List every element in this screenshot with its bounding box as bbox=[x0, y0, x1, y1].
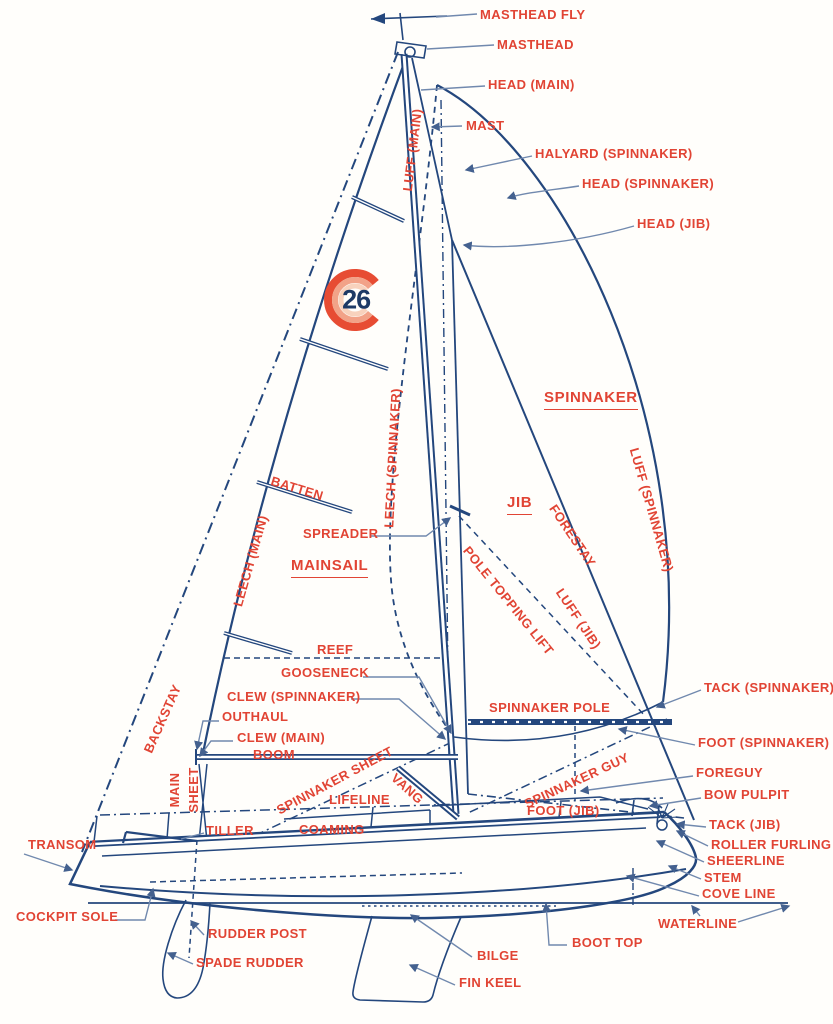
label-cove-line: COVE LINE bbox=[702, 886, 776, 901]
logo-number: 26 bbox=[342, 284, 371, 315]
lifeline-line bbox=[99, 797, 664, 816]
fin-keel-outline bbox=[352, 915, 462, 1003]
label-tiller: TILLER bbox=[206, 823, 254, 838]
spinnaker-foot-line bbox=[453, 701, 664, 742]
label-reef: REEF bbox=[317, 642, 354, 657]
jib-tack-fitting bbox=[647, 803, 679, 819]
jib-foot-line bbox=[467, 793, 685, 819]
masthead-fly-flag bbox=[371, 13, 385, 24]
mainsheet-tackle bbox=[198, 763, 208, 842]
label-boom: BOOM bbox=[253, 747, 296, 762]
label-halyard-spinnaker: HALYARD (SPINNAKER) bbox=[535, 146, 693, 161]
cabin-line bbox=[431, 796, 649, 810]
spinnaker-sheet-line bbox=[251, 741, 453, 838]
label-transom: TRANSOM bbox=[28, 837, 97, 852]
tiller-line bbox=[121, 830, 198, 844]
label-main-sheet-main: MAIN bbox=[166, 772, 182, 808]
label-foot-jib: FOOT (JIB) bbox=[527, 803, 600, 818]
spade-rudder-outline bbox=[161, 899, 211, 999]
spars bbox=[195, 12, 672, 821]
label-sheerline: SHEERLINE bbox=[707, 853, 786, 868]
label-clew-spinnaker: CLEW (SPINNAKER) bbox=[227, 689, 361, 704]
label-spinnaker-pole: SPINNAKER POLE bbox=[489, 700, 611, 715]
mast-halyard-line bbox=[440, 99, 450, 759]
pole-topping-lift-line bbox=[458, 515, 647, 718]
label-masthead: MASTHEAD bbox=[497, 37, 574, 52]
label-spinnaker: SPINNAKER bbox=[544, 389, 638, 410]
cove-line-line bbox=[101, 827, 647, 857]
label-masthead-fly: MASTHEAD FLY bbox=[480, 7, 586, 22]
label-gooseneck: GOOSENECK bbox=[281, 665, 370, 680]
label-coaming: COAMING bbox=[299, 822, 365, 837]
label-waterline: WATERLINE bbox=[658, 916, 738, 931]
deck-details bbox=[93, 796, 679, 883]
class-logo: 26 bbox=[320, 265, 390, 335]
spinnaker-luff-line bbox=[436, 84, 671, 703]
label-bilge: BILGE bbox=[477, 948, 519, 963]
label-head-main: HEAD (MAIN) bbox=[488, 77, 575, 92]
rudder-post-line bbox=[188, 839, 198, 959]
label-tack-spinnaker: TACK (SPINNAKER) bbox=[704, 680, 833, 695]
rigging-lines bbox=[81, 51, 695, 853]
label-main-sheet-sheet: SHEET bbox=[185, 767, 201, 813]
stanchions bbox=[93, 801, 562, 843]
spinnaker-leech-line bbox=[389, 84, 455, 738]
label-tack-jib: TACK (JIB) bbox=[709, 817, 781, 832]
label-boot-top: BOOT TOP bbox=[572, 935, 643, 950]
label-cockpit-sole: COCKPIT SOLE bbox=[16, 909, 119, 924]
label-lifeline: LIFELINE bbox=[329, 792, 390, 807]
roller-furling-drum bbox=[656, 819, 668, 831]
label-mainsail: MAINSAIL bbox=[291, 557, 369, 578]
jib-leech-line bbox=[451, 239, 469, 795]
label-foot-spinnaker: FOOT (SPINNAKER) bbox=[698, 735, 830, 750]
label-head-spinnaker: HEAD (SPINNAKER) bbox=[582, 176, 715, 191]
coaming-line bbox=[283, 809, 431, 825]
leader-lines bbox=[23, 13, 791, 986]
label-clew-main: CLEW (MAIN) bbox=[237, 730, 326, 745]
sails bbox=[200, 57, 685, 819]
label-mast: MAST bbox=[466, 118, 505, 133]
spreader-line bbox=[449, 504, 471, 517]
label-spade-rudder: SPADE RUDDER bbox=[196, 955, 304, 970]
backstay-line bbox=[81, 51, 399, 853]
label-spreader: SPREADER bbox=[303, 526, 379, 541]
label-jib: JIB bbox=[507, 494, 533, 515]
label-roller-furling: ROLLER FURLING bbox=[711, 837, 832, 852]
label-bow-pulpit: BOW PULPIT bbox=[704, 787, 790, 802]
boot-top-line bbox=[99, 868, 687, 898]
label-fin-keel: FIN KEEL bbox=[459, 975, 522, 990]
mainsail-leech-line bbox=[200, 57, 408, 759]
logo-c-rings bbox=[324, 269, 379, 331]
label-head-jib: HEAD (JIB) bbox=[637, 216, 711, 231]
label-outhaul: OUTHAUL bbox=[222, 709, 289, 724]
label-rudder-post: RUDDER POST bbox=[208, 926, 308, 941]
label-stem: STEM bbox=[704, 870, 742, 885]
jib-halyard-line bbox=[411, 57, 453, 241]
label-foreguy: FOREGUY bbox=[696, 765, 764, 780]
cockpit-sole-line bbox=[149, 872, 463, 883]
